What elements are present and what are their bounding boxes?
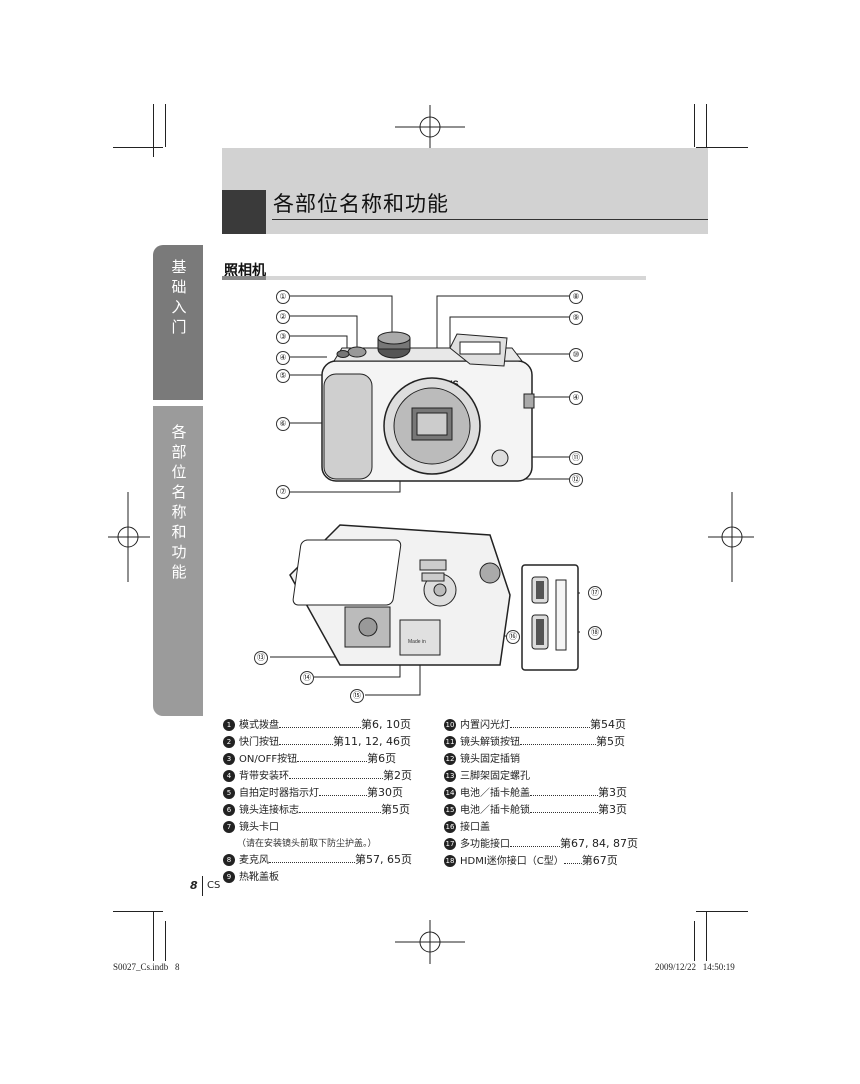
header-rule (272, 219, 708, 220)
callout-12: ⑫ (569, 473, 583, 487)
registration-mark-right (708, 492, 754, 582)
callout-4b: ④ (569, 391, 583, 405)
callout-5: ⑤ (276, 369, 290, 383)
callout-1: ① (276, 290, 290, 304)
callout-2: ② (276, 310, 290, 324)
callout-6: ⑥ (276, 417, 290, 431)
list-item-note: （请在安装镜头前取下防尘护盖。） (237, 839, 377, 849)
callout-13: ⑬ (254, 651, 268, 665)
callout-3: ③ (276, 330, 290, 344)
slug-file: S0027_Cs.indb 8 (113, 962, 180, 972)
section-rule (222, 276, 646, 280)
side-tab-parts: 各部位名称和功能 (153, 406, 203, 716)
callout-8: ⑧ (569, 290, 583, 304)
slug-timestamp: 2009/12/22 14:50:19 (655, 962, 735, 972)
header-accent (222, 190, 266, 234)
camera-front-illustration: OLYMPUS (290, 295, 570, 493)
callout-18: ⑱ (588, 626, 602, 640)
callout-14: ⑭ (300, 671, 314, 685)
camera-back-illustration: Made in (270, 524, 580, 696)
camera-bottom-label: Made in (408, 639, 426, 645)
callout-11: ⑪ (569, 451, 583, 465)
callout-10: ⑩ (569, 348, 583, 362)
page-title: 各部位名称和功能 (273, 192, 449, 216)
registration-mark-top (395, 105, 465, 149)
callout-9: ⑨ (569, 311, 583, 325)
registration-mark-left (108, 492, 150, 582)
callout-7: ⑦ (276, 485, 290, 499)
callout-17: ⑰ (588, 586, 602, 600)
side-tab-label: 基础入门 (171, 258, 187, 336)
side-tab-basics: 基础入门 (153, 245, 203, 400)
callout-4: ④ (276, 351, 290, 365)
section-rule-accent (222, 276, 266, 280)
footer-divider (202, 876, 203, 896)
callout-16: ⑯ (506, 630, 520, 644)
page-lang: CS (207, 880, 221, 891)
section-title: 照相机 (224, 263, 266, 279)
page-number: 8 (190, 879, 198, 892)
callout-15: ⑮ (350, 689, 364, 703)
registration-mark-bottom (395, 920, 465, 964)
side-tab-label: 各部位名称和功能 (171, 423, 187, 581)
